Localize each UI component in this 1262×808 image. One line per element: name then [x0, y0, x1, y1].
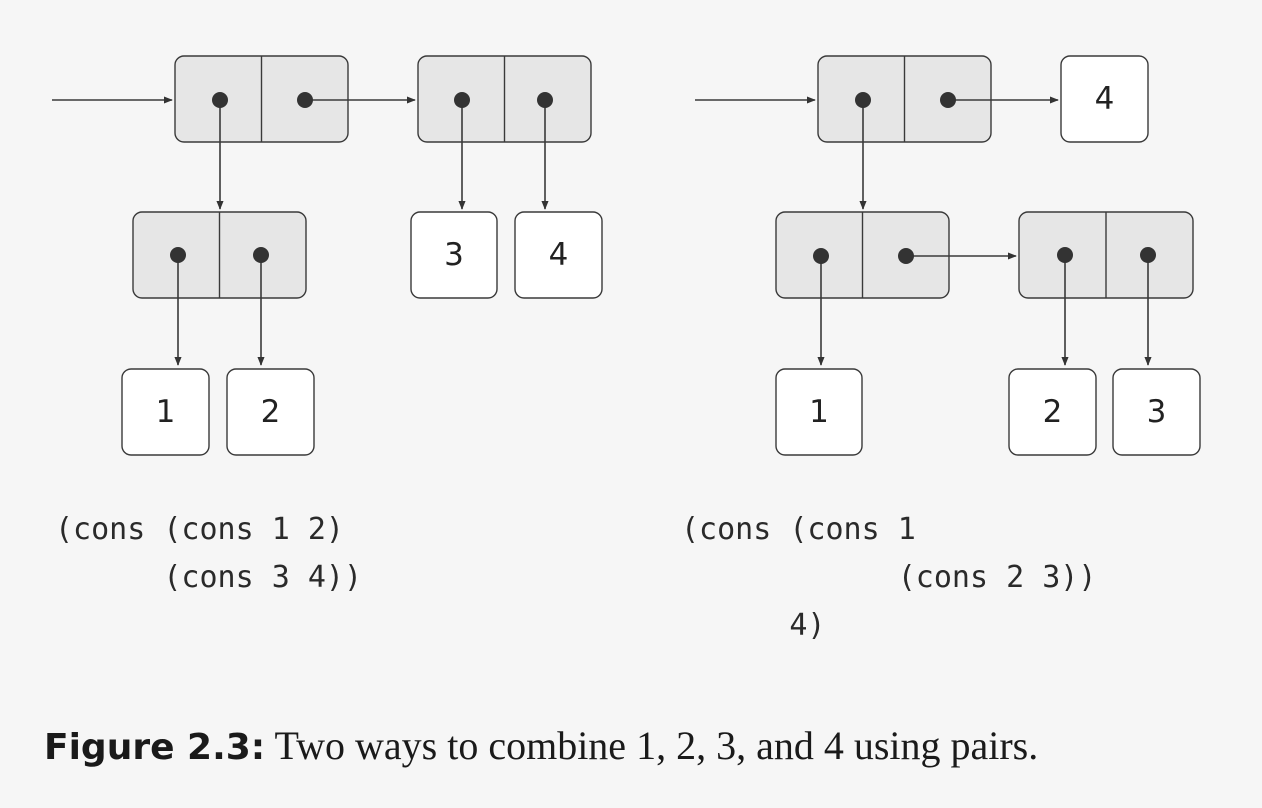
code-line: (cons 3 4)) — [55, 560, 363, 595]
code-expression-left: (cons (cons 1 2) (cons 3 4)) — [55, 506, 362, 602]
atom-box: 4 — [514, 211, 603, 299]
caption-label: Figure 2.3: — [44, 727, 266, 768]
pointer-dot — [253, 247, 269, 263]
pair-top-left — [174, 55, 349, 143]
pointer-dot — [940, 92, 956, 108]
pointer-dot — [170, 247, 186, 263]
atom-value: 1 — [156, 394, 176, 430]
pointer-dot — [1057, 247, 1073, 263]
pointer-dot — [898, 248, 914, 264]
right-diagram: 4 1 2 3 — [695, 55, 1201, 456]
atom-box: 3 — [1112, 368, 1201, 456]
code-line: (cons 2 3)) — [681, 560, 1097, 595]
atom-box: 2 — [1008, 368, 1097, 456]
atom-box: 1 — [775, 368, 863, 456]
pair-bottom — [132, 211, 307, 299]
pair-top — [817, 55, 992, 143]
atom-box: 4 — [1060, 55, 1149, 143]
atom-value: 4 — [549, 237, 569, 273]
atom-value: 3 — [1147, 394, 1167, 430]
atom-value: 1 — [809, 394, 829, 430]
pointer-dot — [212, 92, 228, 108]
pointer-dot — [855, 92, 871, 108]
atom-value: 4 — [1095, 81, 1115, 117]
pair-middle-left — [775, 211, 950, 299]
figure-caption: Figure 2.3: Two ways to combine 1, 2, 3,… — [44, 722, 1038, 769]
pointer-dot — [297, 92, 313, 108]
pair-top-right — [417, 55, 592, 143]
pointer-dot — [813, 248, 829, 264]
atom-value: 3 — [444, 237, 464, 273]
pointer-dot — [1140, 247, 1156, 263]
atom-value: 2 — [261, 394, 281, 430]
atom-box: 2 — [226, 368, 315, 456]
atom-box: 1 — [121, 368, 210, 456]
code-line: 4) — [681, 608, 826, 643]
code-line: (cons (cons 1 — [681, 512, 916, 547]
pointer-dot — [454, 92, 470, 108]
code-expression-right: (cons (cons 1 (cons 2 3)) 4) — [681, 506, 1096, 650]
pair-middle-right — [1018, 211, 1194, 299]
left-diagram: 1 2 3 4 — [52, 55, 603, 456]
pointer-dot — [537, 92, 553, 108]
atom-box: 3 — [410, 211, 498, 299]
code-line: (cons (cons 1 2) — [55, 512, 344, 547]
atom-value: 2 — [1043, 394, 1063, 430]
caption-text: Two ways to combine 1, 2, 3, and 4 using… — [265, 723, 1039, 768]
